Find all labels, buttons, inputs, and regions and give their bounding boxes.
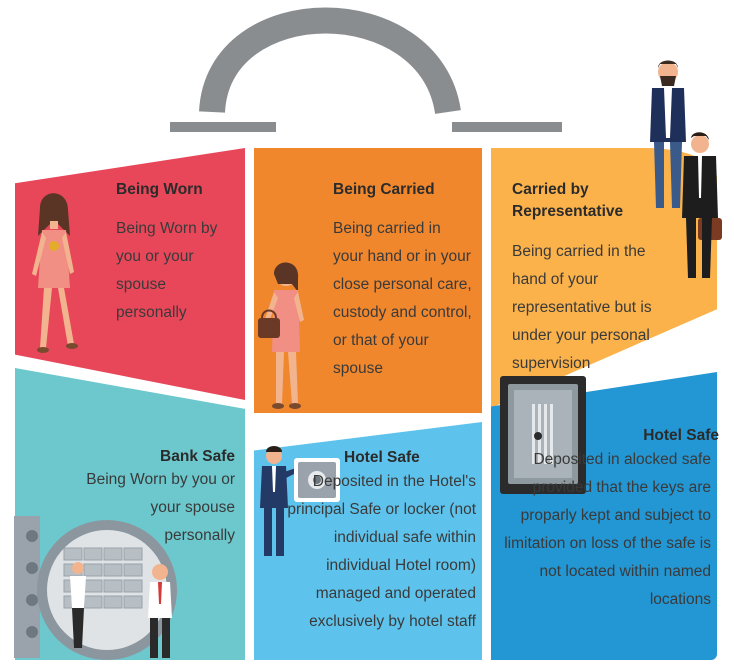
safe-box-icon xyxy=(500,376,586,494)
title-being-carried: Being Carried xyxy=(333,181,435,198)
text-carried-by-representative: Being carried in the hand of your repres… xyxy=(512,243,652,372)
text-hotel-safe-locked: Deposited in alocked safe provided that … xyxy=(504,451,711,608)
text-being-worn: Being Worn by you or your spouse persona… xyxy=(116,220,218,321)
panel-hotel-safe-principal xyxy=(254,422,482,660)
vault-door-icon xyxy=(14,516,177,660)
text-bank-safe: Being Worn by you or your spouse persona… xyxy=(86,471,235,544)
title-hotel-safe-locked: Hotel Safe xyxy=(643,427,719,444)
businessmen-icon xyxy=(650,60,722,278)
title-bank-safe: Bank Safe xyxy=(160,448,235,465)
title-hotel-safe-principal: Hotel Safe xyxy=(344,449,420,466)
woman-worn-icon xyxy=(32,193,78,353)
title-carried-by-representative: Carried by Representative xyxy=(512,181,624,220)
text-being-carried: Being carried in your hand or in your cl… xyxy=(333,220,472,377)
hotel-clerk-icon xyxy=(260,446,340,556)
woman-handbag-icon xyxy=(258,262,304,409)
title-being-worn: Being Worn xyxy=(116,181,203,198)
handle-icon xyxy=(170,7,562,132)
text-hotel-safe-principal: Deposited in the Hotel's principal Safe … xyxy=(287,473,476,630)
